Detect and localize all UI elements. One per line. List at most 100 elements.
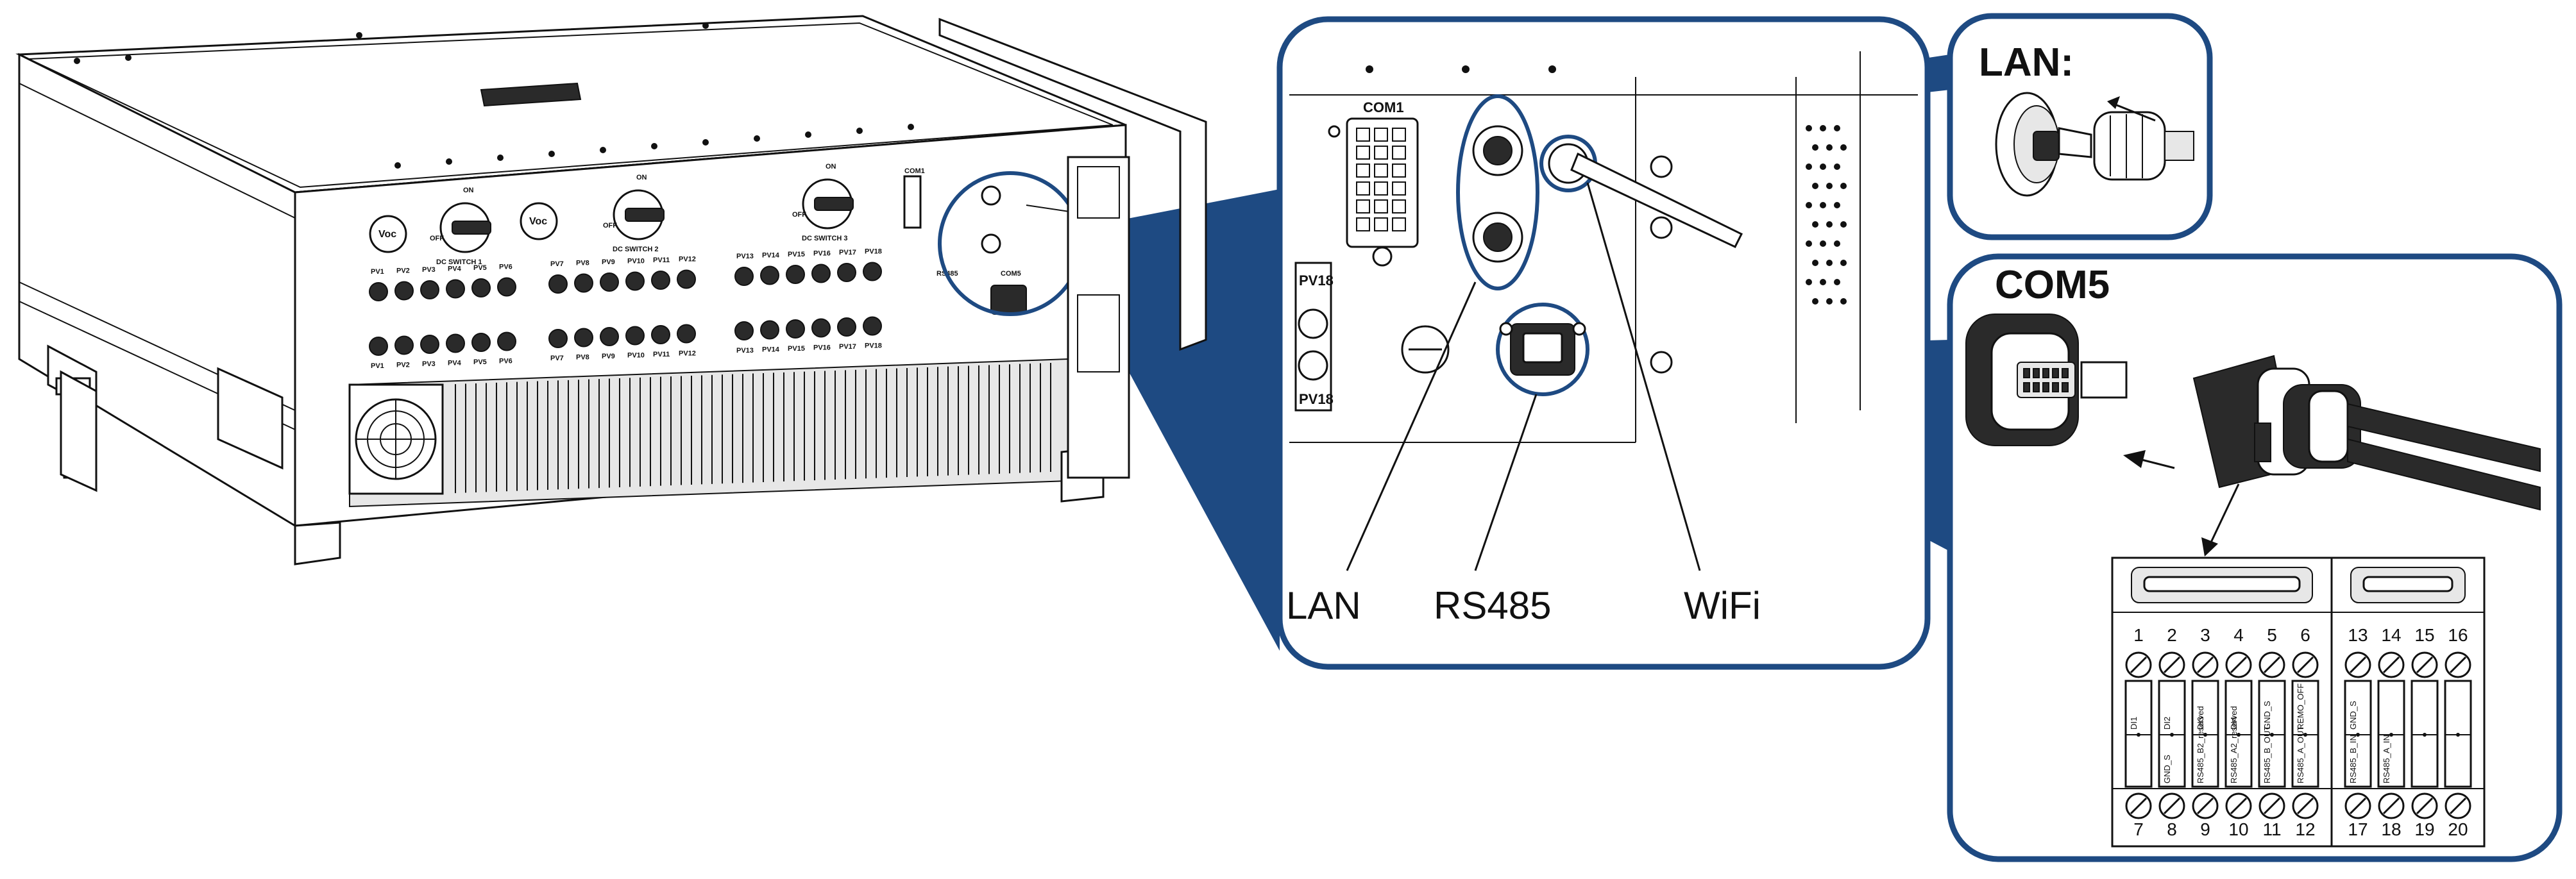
svg-text:OFF: OFF — [430, 235, 444, 242]
pv-label-top: PV12 — [679, 256, 696, 264]
pv-label-bottom: PV3 — [422, 360, 436, 368]
terminal-pin-number: 16 — [2448, 625, 2468, 645]
pv-connector — [786, 265, 805, 284]
terminal-signal-label: DI2 — [2162, 717, 2172, 730]
lan-panel: LAN: — [1947, 13, 2213, 240]
pv-label-top: PV14 — [762, 252, 780, 260]
rs485-callout: RS485 — [1434, 584, 1551, 627]
pv-connector — [600, 327, 619, 346]
svg-text:DC SWITCH 3: DC SWITCH 3 — [802, 235, 848, 242]
svg-text:OFF: OFF — [792, 211, 806, 219]
terminal-signal-label: RS485_A2_reserved — [2229, 706, 2239, 783]
terminal-pin-number: 11 — [2262, 819, 2281, 839]
pv-label-bottom: PV8 — [576, 354, 589, 362]
pv-connector — [420, 335, 439, 354]
terminal-signal-label: RS485_B_IN — [2348, 735, 2358, 783]
pv-connector — [394, 335, 414, 355]
wifi-callout: WiFi — [1684, 584, 1761, 627]
pv-label-top: PV15 — [788, 251, 805, 258]
pv-connector — [625, 271, 645, 291]
terminal-pin-number: 5 — [2267, 625, 2277, 645]
pv-connector — [734, 267, 754, 286]
terminal-block-b: 13GND_SRS485_B_IN1714RS485_A_IN181519162… — [2330, 557, 2486, 848]
pv-connector — [811, 264, 831, 283]
terminal-pin-number: 14 — [2381, 625, 2401, 645]
pv-connector — [677, 324, 696, 344]
svg-text:DC SWITCH 1: DC SWITCH 1 — [436, 258, 482, 266]
pv-label-bottom: PV18 — [865, 342, 882, 350]
pv-connector — [574, 328, 593, 347]
terminal-pin-number: 9 — [2200, 819, 2210, 839]
pv-label-bottom: PV11 — [653, 351, 670, 358]
pv-connector — [548, 329, 568, 348]
terminal-signal-label: RS485_A_OUT — [2296, 726, 2305, 783]
pv-label-top: PV5 — [473, 264, 487, 272]
pv-label-bottom: PV6 — [499, 358, 513, 365]
pv-connector — [837, 317, 856, 337]
pv-connector — [760, 320, 779, 340]
terminal-pin-number: 15 — [2414, 625, 2434, 645]
pv-label-top: PV13 — [736, 253, 754, 260]
terminal-signal-label: DI1 — [2129, 717, 2139, 730]
dc-switch-3: ON OFF DC SWITCH 3 — [792, 163, 854, 242]
pv-label-bottom: PV14 — [762, 346, 780, 354]
terminal-pin-number: 17 — [2348, 819, 2368, 839]
terminal-pin-number: 10 — [2228, 819, 2248, 839]
terminal-signal-label: REMO_OFF — [2296, 683, 2305, 730]
pv-label-bottom: PV16 — [813, 344, 831, 352]
pv-connector — [574, 273, 593, 293]
pv-label-top: PV8 — [576, 260, 589, 267]
pv-connector — [420, 280, 439, 299]
pv-connector — [446, 333, 465, 353]
pv-connector — [394, 281, 414, 301]
lan-title: LAN: — [1979, 40, 2074, 85]
svg-text:ON: ON — [463, 187, 474, 194]
pv-label-top: PV16 — [813, 250, 831, 258]
pv-label-top: PV11 — [653, 256, 670, 264]
pv-label-top: PV10 — [627, 258, 645, 265]
pv-label-top: PV2 — [396, 267, 410, 275]
pv-connectors: PV1PV1PV2PV2PV3PV3PV4PV4PV5PV5PV6PV6PV7P… — [369, 248, 882, 370]
pv-label-bottom: PV7 — [550, 355, 564, 362]
pv-connector — [471, 333, 491, 352]
terminal-signal-label: GND_S — [2348, 701, 2358, 730]
svg-text:DC SWITCH 2: DC SWITCH 2 — [613, 246, 659, 253]
dc-switch-2: ON OFF DC SWITCH 2 — [603, 174, 665, 253]
pv-label-bottom: PV2 — [396, 362, 410, 369]
pv-label-top: PV17 — [839, 249, 856, 256]
terminal-pin-number: 2 — [2167, 625, 2177, 645]
pv-connector — [651, 271, 670, 290]
svg-text:COM1: COM1 — [1363, 99, 1404, 115]
terminal-pin-number: 8 — [2167, 819, 2177, 839]
pv-connector — [497, 331, 516, 351]
pv-label-bottom: PV15 — [788, 345, 805, 353]
terminal-signal-label: DI3 — [2196, 717, 2205, 730]
terminal-signal-label: DI4 — [2229, 717, 2239, 730]
pv-connector — [651, 325, 670, 344]
terminal-signal-label: RS485_A_IN — [2382, 735, 2391, 783]
pv-label-top: PV4 — [448, 265, 462, 273]
terminal-pin-number: 6 — [2300, 625, 2310, 645]
terminal-signal-label: GND_S — [2162, 755, 2172, 783]
pv-label-top: PV1 — [371, 268, 384, 276]
svg-text:ON: ON — [636, 174, 647, 181]
terminal-pin-number: 18 — [2381, 819, 2401, 839]
com5-title: COM5 — [1995, 263, 2110, 307]
pv-label-bottom: PV1 — [371, 362, 384, 370]
terminal-signal-label: RS485_B2_reserved — [2196, 706, 2205, 783]
pv-connector — [760, 265, 779, 285]
pv-connector — [446, 279, 465, 299]
pv-label-top: PV6 — [499, 264, 513, 271]
pv-connector — [471, 278, 491, 297]
pv-label-bottom: PV9 — [602, 353, 615, 360]
pv-label-top: PV9 — [602, 258, 615, 266]
terminal-pin-number: 13 — [2348, 625, 2368, 645]
terminal-pin-number: 19 — [2414, 819, 2434, 839]
svg-text:Voc: Voc — [378, 229, 396, 240]
terminal-pin-number: 7 — [2133, 819, 2144, 839]
pv-connector — [786, 319, 805, 339]
lan-port-highlight — [1456, 94, 1539, 290]
pv-label-top: PV18 — [865, 248, 882, 256]
pv-label-bottom: PV13 — [736, 347, 754, 355]
